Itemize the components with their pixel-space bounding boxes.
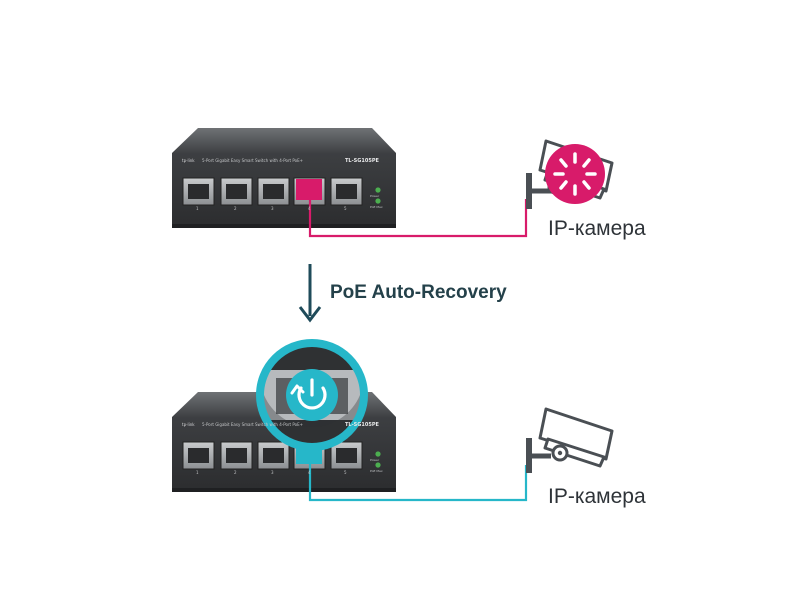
poe-max-led (375, 462, 381, 468)
power-led (375, 187, 381, 193)
port-number: 2 (234, 470, 237, 475)
port-number: 3 (271, 206, 274, 211)
camera-label-top: IP-камера (548, 217, 646, 240)
switch-model: TL-SG105PE (345, 158, 379, 164)
power-led (375, 451, 381, 457)
camera-label-bottom: IP-камера (548, 485, 646, 508)
port-number: 5 (344, 470, 347, 475)
led-label: Power (370, 458, 380, 462)
camera-top (526, 139, 614, 209)
switch-brand: tp-link (182, 422, 195, 427)
faulted-port (296, 179, 322, 200)
down-arrow-icon (298, 264, 322, 323)
port-number: 5 (344, 206, 347, 211)
switch-description: 5-Port Gigabit Easy Smart Switch with 4-… (202, 158, 303, 163)
cable-top (308, 199, 528, 238)
magnified-port (256, 339, 368, 451)
switch-model: TL-SG105PE (345, 422, 379, 428)
cable-bottom (308, 464, 528, 502)
port-number: 1 (196, 470, 199, 475)
ports-top (182, 177, 363, 206)
switch-top (172, 128, 396, 228)
port-number: 4 (308, 470, 311, 475)
switch-description: 5-Port Gigabit Easy Smart Switch with 4-… (202, 422, 303, 427)
ports-bottom (182, 441, 363, 470)
port-number: 4 (308, 206, 311, 211)
port-number: 2 (234, 206, 237, 211)
camera-icon (538, 407, 614, 461)
camera-bottom (526, 407, 614, 473)
poe-max-led (375, 198, 381, 204)
led-label: PoE Max (370, 205, 383, 209)
switch-brand: tp-link (182, 158, 195, 163)
port-number: 1 (196, 206, 199, 211)
diagram-title: PoE Auto-Recovery (330, 282, 507, 303)
port-number: 3 (271, 470, 274, 475)
led-label: Power (370, 194, 380, 198)
led-label: PoE Max (370, 469, 383, 473)
